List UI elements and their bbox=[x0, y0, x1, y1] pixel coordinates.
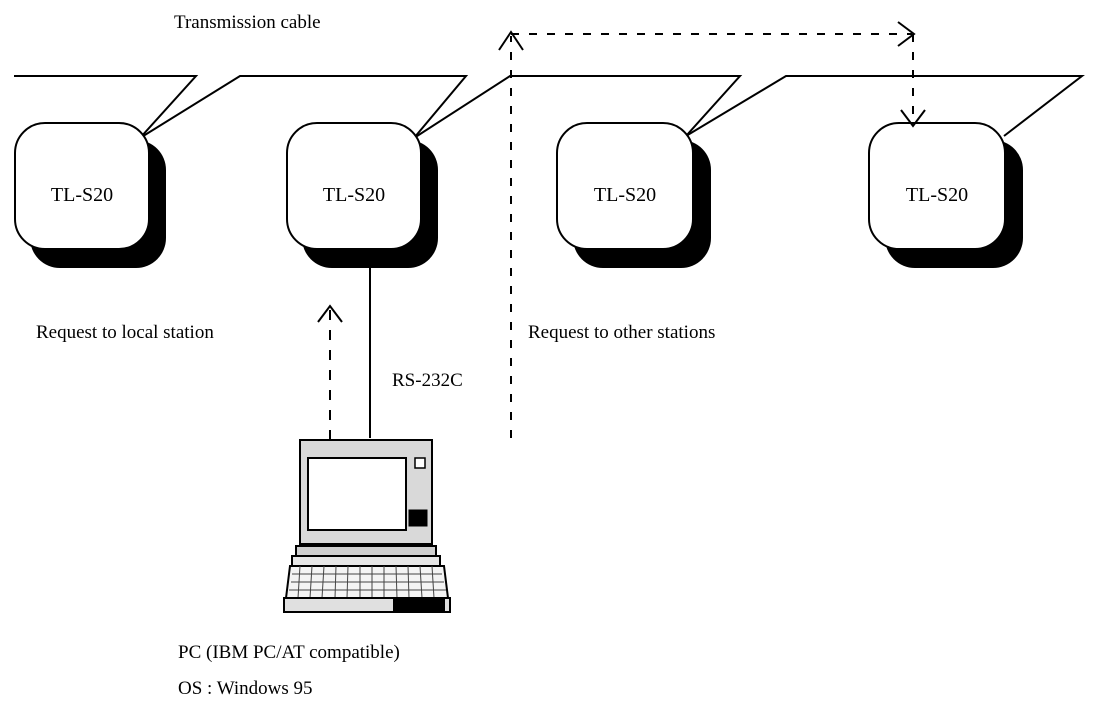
station-2-label: TL-S20 bbox=[322, 184, 386, 206]
station-3 bbox=[556, 122, 711, 268]
rs232c-label: RS-232C bbox=[392, 370, 463, 391]
other-request-arrow bbox=[498, 21, 926, 438]
transmission-cable bbox=[14, 75, 1085, 139]
station-4-label: TL-S20 bbox=[905, 184, 969, 206]
local-request-label: Request to local station bbox=[36, 322, 214, 343]
pc-icon bbox=[283, 439, 451, 613]
pc-label: PC (IBM PC/AT compatible) bbox=[178, 642, 400, 663]
other-request-label: Request to other stations bbox=[528, 322, 716, 343]
station-1-label: TL-S20 bbox=[50, 184, 114, 206]
station-3-label: TL-S20 bbox=[593, 184, 657, 206]
transmission-cable-label: Transmission cable bbox=[174, 12, 321, 33]
station-2 bbox=[286, 122, 438, 268]
local-request-arrow bbox=[317, 304, 343, 440]
os-label: OS : Windows 95 bbox=[178, 678, 313, 699]
station-1 bbox=[14, 122, 166, 268]
station-4 bbox=[868, 122, 1023, 268]
